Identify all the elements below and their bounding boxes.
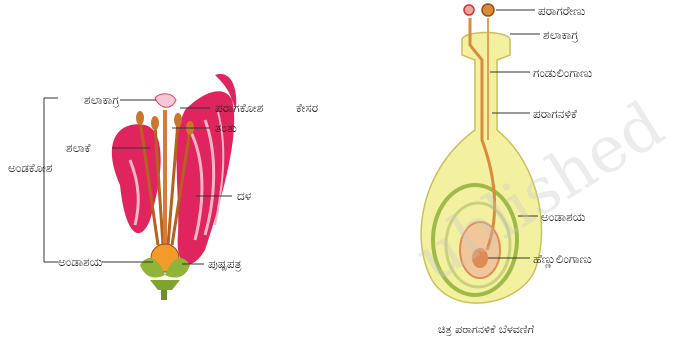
label-stigma: ಶಲಾಕಾಗ್ರ	[543, 28, 579, 42]
anther	[151, 116, 159, 130]
label-female-gamete: ಹೆಣ್ಣುಲಿಂಗಾಣು	[533, 252, 592, 268]
stem	[161, 290, 167, 300]
label-ovary: ಅಂಡಾಶಯ	[58, 255, 103, 269]
label-pollen-grains: ಪರಾಗರೇಣು	[538, 4, 586, 18]
label-pollen-tube: ಪರಾಗನಳಿಕೆ	[533, 107, 577, 121]
anther	[136, 111, 144, 125]
receptacle	[150, 280, 180, 290]
stigma	[155, 94, 176, 108]
label-style: ಗಂಡುಲಿಂಗಾಣು	[533, 66, 592, 80]
label-petal: ದಳ	[237, 189, 252, 203]
anther	[174, 113, 182, 127]
label-pistil-bracket: ಅಂಡಕೋಶ	[8, 161, 53, 175]
label-sepal: ಪುಷ್ಪಪತ್ರ	[208, 257, 242, 272]
label-stamen: ಕೇಸರ	[296, 101, 318, 115]
right-caption: ಚಿತ್ರ ಪರಾಗನಳಿಕೆ ಬೆಳವಣಿಗೆ	[438, 323, 535, 336]
filament	[168, 122, 178, 245]
flower-diagram: ಶಲಾಕಾಗ್ರ ಪರಾಗಕೋಶ ಕೇಸರ ತಂತು ಶಲಾಕೆ ಅಂಡಕೋಶ …	[8, 74, 318, 300]
pollen-grain	[482, 4, 494, 16]
label-anther: ಪರಾಗಕೋಶ	[215, 101, 264, 115]
pollen-grain	[464, 5, 474, 15]
petal-right	[177, 91, 235, 264]
label-top-group: ಶಲಾಕಾಗ್ರ	[84, 93, 120, 107]
label-filament: ತಂತು	[215, 121, 237, 135]
label-style: ಶಲಾಕೆ	[66, 141, 91, 155]
